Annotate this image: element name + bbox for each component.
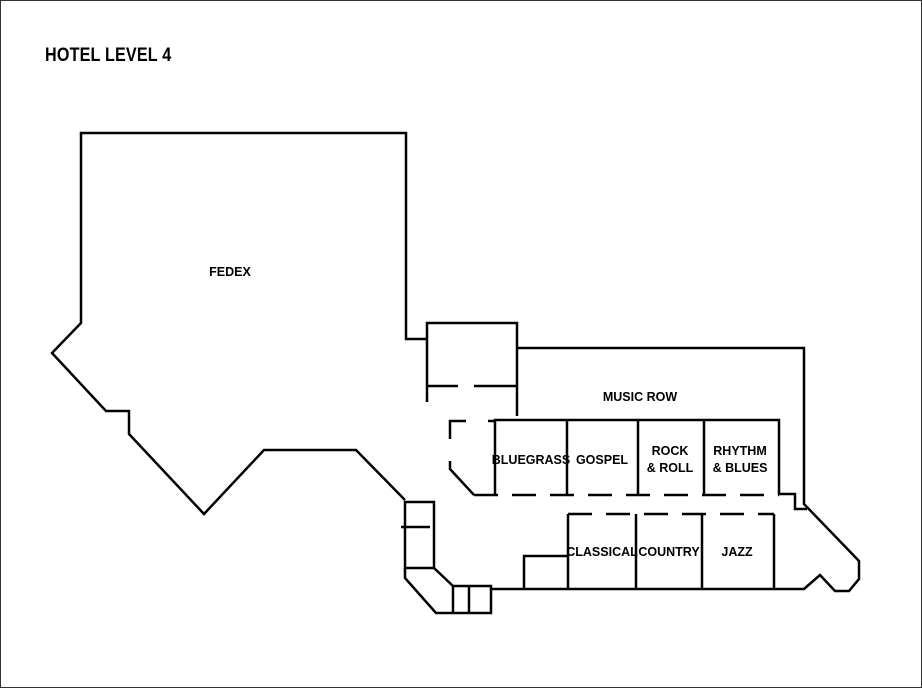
room-label-rock-roll: ROCK	[652, 444, 689, 458]
stair-wall	[403, 567, 493, 615]
room-label-fedex: FEDEX	[209, 265, 251, 279]
fedex-wall	[50, 131, 428, 516]
map-title: HOTEL LEVEL 4	[45, 45, 172, 66]
room-label-classical: CLASSICAL	[566, 545, 638, 559]
room-label-country: COUNTRY	[638, 545, 700, 559]
corridor-wall	[448, 419, 466, 439]
stair-wall	[403, 500, 436, 570]
room-label-jazz: JAZZ	[721, 545, 753, 559]
room-label-rhythm-blues: & BLUES	[713, 461, 768, 475]
music-row-wall	[491, 346, 861, 593]
room-label-rhythm-blues: RHYTHM	[713, 444, 766, 458]
corridor-wall	[448, 461, 475, 496]
room-label-music-row: MUSIC ROW	[603, 390, 678, 404]
room-label-gospel: GOSPEL	[576, 453, 628, 467]
storage-wall	[522, 554, 568, 589]
room-label-bluegrass: BLUEGRASS	[492, 453, 570, 467]
vestibule-wall	[425, 321, 519, 416]
room-label-rock-roll: & ROLL	[647, 461, 694, 475]
